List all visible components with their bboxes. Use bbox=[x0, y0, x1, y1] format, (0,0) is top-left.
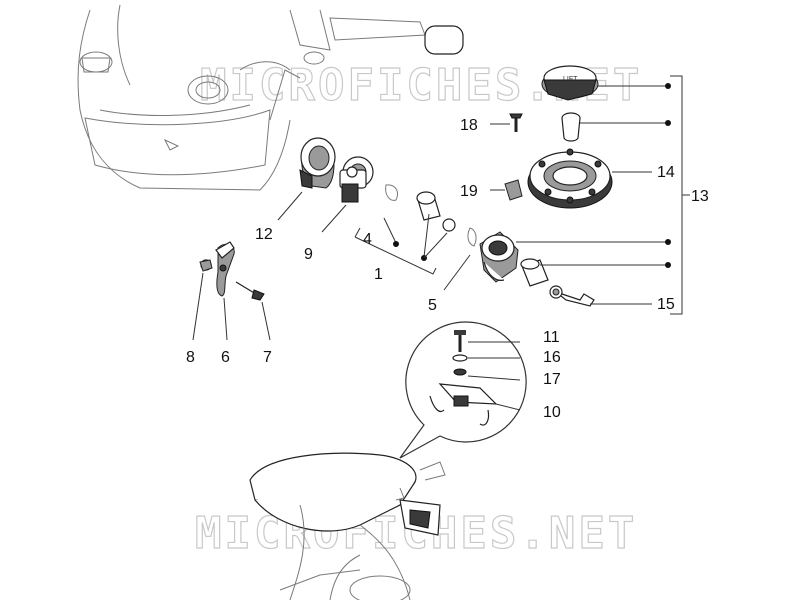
part-washer bbox=[442, 218, 456, 232]
part-14-filler-ring bbox=[527, 148, 613, 209]
part-fuel-cap-insert bbox=[561, 112, 581, 142]
callout-17: 17 bbox=[543, 371, 561, 388]
lift-marking: LIFT bbox=[563, 76, 578, 83]
part-18-screw bbox=[509, 113, 523, 132]
callout-16: 16 bbox=[543, 349, 561, 366]
part-key-sleeve bbox=[520, 258, 549, 287]
callout-6: 6 bbox=[221, 349, 230, 366]
part-7-screw bbox=[235, 281, 265, 301]
callout-14: 14 bbox=[657, 164, 675, 181]
part-5-lock-cylinder bbox=[479, 231, 519, 283]
callout-4: 4 bbox=[363, 231, 372, 248]
callout-5: 5 bbox=[428, 297, 437, 314]
part-17-washer bbox=[453, 368, 467, 376]
part-fuel-cap-lid: LIFT bbox=[541, 65, 599, 101]
callout-19: 19 bbox=[460, 183, 478, 200]
part-8-nut bbox=[199, 259, 213, 272]
callout-11: 11 bbox=[543, 329, 560, 346]
callout-8: 8 bbox=[186, 349, 195, 366]
callout-1: 1 bbox=[374, 266, 383, 283]
part-16-washer bbox=[452, 354, 468, 362]
part-spacer-sleeve bbox=[416, 191, 441, 221]
part-12-switch-cover bbox=[299, 137, 336, 189]
callout-9: 9 bbox=[304, 246, 313, 263]
callout-10: 10 bbox=[543, 404, 561, 421]
scooter-rear-sketch bbox=[249, 452, 446, 600]
scooter-front-sketch bbox=[77, 4, 464, 191]
callout-18: 18 bbox=[460, 117, 478, 134]
part-19-clip bbox=[504, 179, 523, 201]
callout-12: 12 bbox=[255, 226, 273, 243]
callout-7: 7 bbox=[263, 349, 272, 366]
callout-15: 15 bbox=[657, 296, 675, 313]
part-11-screw bbox=[454, 330, 466, 352]
part-6-bracket bbox=[215, 241, 235, 297]
part-15-key bbox=[549, 285, 595, 307]
part-9-ignition-lock bbox=[339, 156, 374, 203]
seat-lock-detail-circle bbox=[399, 321, 527, 459]
callout-13: 13 bbox=[691, 188, 709, 205]
